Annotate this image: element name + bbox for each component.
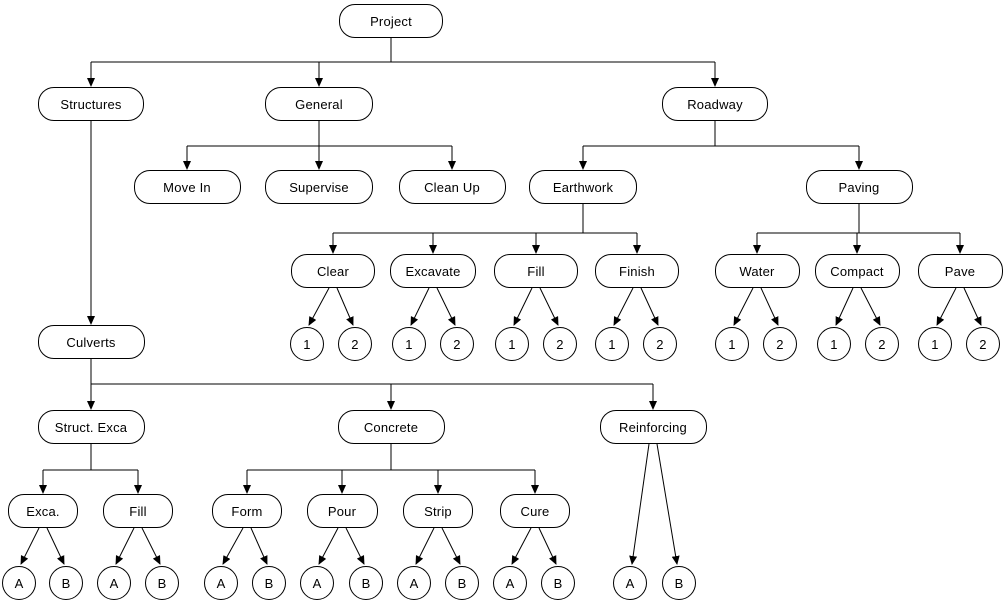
node-finish-1: 1 [595,327,629,361]
edge-water-water-2 [760,287,779,326]
edge-strip-strip-b [441,527,461,565]
node-compact-2: 2 [865,327,899,361]
edge-compact-compact-1 [835,287,854,326]
node-structures: Structures [38,87,144,121]
node-pour: Pour [306,494,378,528]
node-water-1: 1 [715,327,749,361]
node-struct-exca: Struct. Exca [37,410,145,444]
node-exca-b: B [49,566,83,600]
node-clean-up: Clean Up [398,170,506,204]
edge-reinforcing-reinf-b [656,443,680,565]
node-form: Form [212,494,282,528]
edge-exca-exca-a [20,527,40,565]
edge-finish-finish-2 [640,287,659,326]
node-fill-2: 2 [543,327,577,361]
node-fill-s: Fill [103,494,173,528]
edge-pour-pour-b [345,527,365,565]
node-reinf-b: B [662,566,696,600]
node-finish: Finish [595,254,679,288]
node-exca: Exca. [8,494,78,528]
edge-exca-exca-b [46,527,65,565]
edge-pour-pour-a [318,527,339,565]
node-culverts: Culverts [37,325,145,359]
node-strip-b: B [445,566,479,600]
node-clear-2: 2 [338,327,372,361]
node-form-b: B [252,566,286,600]
node-reinforcing: Reinforcing [599,410,707,444]
node-general: General [265,87,373,121]
node-roadway: Roadway [662,87,768,121]
node-exca-a: A [2,566,36,600]
node-pour-b: B [349,566,383,600]
edge-strip-strip-a [415,527,435,565]
edge-excavate-excavate-2 [436,287,456,326]
node-strip-a: A [397,566,431,600]
edge-reinforcing-reinf-a [629,443,650,565]
node-pave-1: 1 [918,327,952,361]
node-water-2: 2 [763,327,797,361]
node-cure: Cure [500,494,570,528]
node-pave: Pave [917,254,1003,288]
node-fill-e: Fill [494,254,578,288]
node-water: Water [714,254,800,288]
node-strip: Strip [403,494,473,528]
edge-cure-cure-a [511,527,532,565]
node-excavate: Excavate [390,254,476,288]
node-cure-a: A [493,566,527,600]
node-paving: Paving [805,170,913,204]
node-fill-1: 1 [495,327,529,361]
node-project: Project [339,4,443,38]
edge-cure-cure-b [538,527,557,565]
edge-form-form-a [222,527,244,565]
node-pave-2: 2 [966,327,1000,361]
edge-form-form-b [250,527,268,565]
edge-excavate-excavate-1 [410,287,430,326]
node-fills-b: B [145,566,179,600]
node-concrete: Concrete [337,410,445,444]
node-clear: Clear [291,254,375,288]
edge-water-water-1 [733,287,754,326]
edge-finish-finish-1 [613,287,634,326]
edge-fill-s-fills-b [141,527,161,565]
edge-pave-pave-2 [963,287,982,326]
edge-clear-clear-2 [336,287,354,326]
node-supervise: Supervise [265,170,373,204]
edge-compact-compact-2 [860,287,881,326]
node-earthwork: Earthwork [529,170,637,204]
node-cure-b: B [541,566,575,600]
edge-fill-s-fills-a [115,527,135,565]
edge-fill-e-fill-1 [513,287,533,326]
node-move-in: Move In [133,170,241,204]
node-excavate-1: 1 [392,327,426,361]
node-excavate-2: 2 [440,327,474,361]
node-compact: Compact [814,254,900,288]
edge-fill-e-fill-2 [539,287,559,326]
node-fills-a: A [97,566,131,600]
node-pour-a: A [300,566,334,600]
node-reinf-a: A [613,566,647,600]
edge-pave-pave-1 [936,287,957,326]
node-form-a: A [204,566,238,600]
node-finish-2: 2 [643,327,677,361]
node-clear-1: 1 [290,327,324,361]
edge-clear-clear-1 [308,287,330,326]
node-compact-1: 1 [817,327,851,361]
